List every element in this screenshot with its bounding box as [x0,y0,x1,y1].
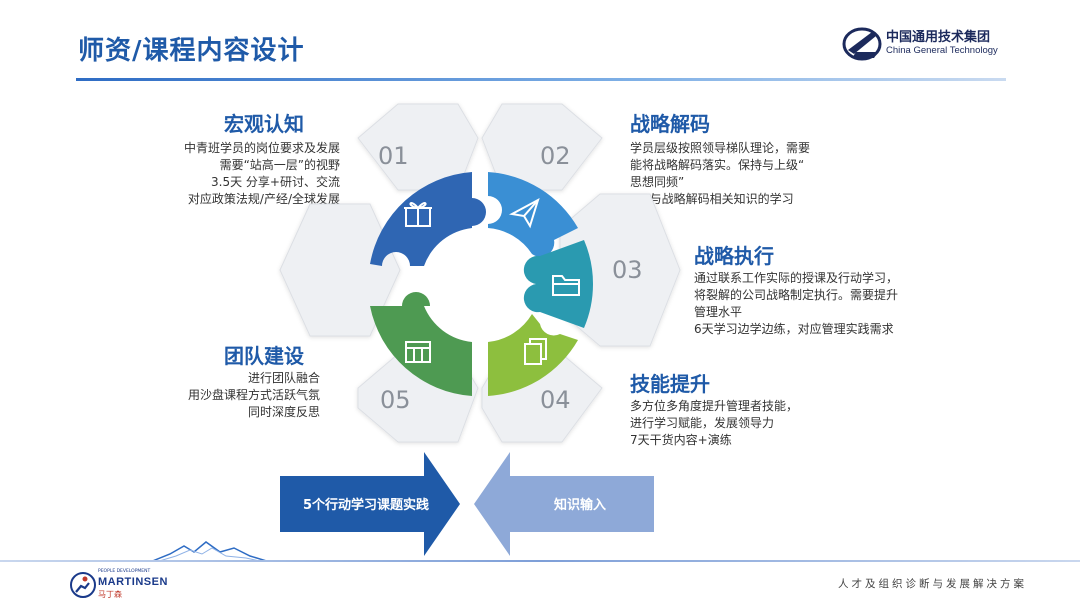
section-01-text: 中青班学员的岗位要求及发展 需要“站高一层”的视野 3.5天 分享+研讨、交流 … [184,140,340,208]
section-04-line: 进行学习赋能，发展领导力 [630,416,775,430]
action-learning-arrow [280,452,460,556]
section-01-line: 需要“站高一层”的视野 [219,158,340,172]
section-03-line: 6天学习边学边练，对应管理实践需求 [694,322,894,336]
hexagon-label-04: 04 [540,386,571,414]
section-03-text: 通过联系工作实际的授课及行动学习， 将裂解的公司战略制定执行。需要提升 管理水平… [694,270,898,338]
footer-slogan: 人才及组织诊断与发展解决方案 [838,578,1027,590]
header-divider [76,78,1006,81]
section-02-line: 学员层级按照领导梯队理论，需要 [630,141,811,155]
runner-logo-icon [70,572,96,598]
section-03-line: 管理水平 [694,305,743,319]
section-04-line: 7天干货内容+演练 [630,433,732,447]
section-05-line: 进行团队融合 [247,371,320,385]
knowledge-input-arrow [474,452,654,556]
folder-icon [552,275,580,296]
section-01-line: 对应政策法规/产经/全球发展 [187,192,340,206]
section-05-line: 用沙盘课程方式活跃气氛 [187,388,320,402]
section-05-title: 团队建设 [224,344,304,368]
documents-icon [524,338,547,365]
section-03-line: 将裂解的公司战略制定执行。需要提升 [694,288,899,302]
hexagon-left [279,203,401,337]
section-01-line: 中青班学员的岗位要求及发展 [183,141,340,155]
brand-name: MARTINSEN [98,576,168,588]
segment-04 [488,314,578,396]
brand-tagline: PEOPLE DEVELOPMENT [98,569,151,574]
section-02-line: 能将战略解码落实。保持与上级“ [630,158,805,172]
section-04-title: 技能提升 [630,372,710,396]
company-logo [842,27,882,61]
hexagon-label-01: 01 [378,142,409,170]
section-02-line: 5天与战略解码相关知识的学习 [630,192,794,206]
section-03-title: 战略执行 [694,244,774,268]
gift-icon [404,202,432,227]
section-01-title: 宏观认知 [224,112,304,136]
footer-divider [0,560,1080,562]
section-01-line: 3.5天 分享+研讨、交流 [211,175,340,189]
mountain-decoration-icon [150,541,270,562]
hexagon-puzzle-diagram: 01 02 03 04 05 [279,103,681,443]
store-icon [405,341,431,363]
section-03-line: 通过联系工作实际的授课及行动学习， [694,271,899,285]
knowledge-input-label: 知识输入 [553,498,606,513]
section-05-text: 进行团队融合 用沙盘课程方式活跃气氛 同时深度反思 [188,370,320,421]
segment-01 [370,172,486,266]
section-02-title: 战略解码 [630,112,710,136]
section-04-text: 多方位多角度提升管理者技能， 进行学习赋能，发展领导力 7天干货内容+演练 [630,398,798,449]
hexagon-label-05: 05 [380,386,411,414]
hexagon-01 [357,103,479,191]
hexagon-label-03: 03 [612,256,643,284]
section-02-line: 思想同频” [630,175,685,189]
page-title: 师资/课程内容设计 [78,36,305,66]
section-05-line: 同时深度反思 [247,405,320,419]
action-learning-label: 5个行动学习课题实践 [302,498,430,513]
brand-name-cn: 马丁森 [98,590,122,599]
logo-text-en: China General Technology [886,45,998,56]
section-02-text: 学员层级按照领导梯队理论，需要 能将战略解码落实。保持与上级“ 思想同频” 5天… [630,140,810,208]
paper-plane-icon [508,197,540,229]
cgt-logo-icon [842,27,882,61]
logo-text-cn: 中国通用技术集团 [886,30,991,45]
hexagon-label-02: 02 [540,142,571,170]
segment-05-tab [402,292,430,306]
section-04-line: 多方位多角度提升管理者技能， [630,399,799,413]
